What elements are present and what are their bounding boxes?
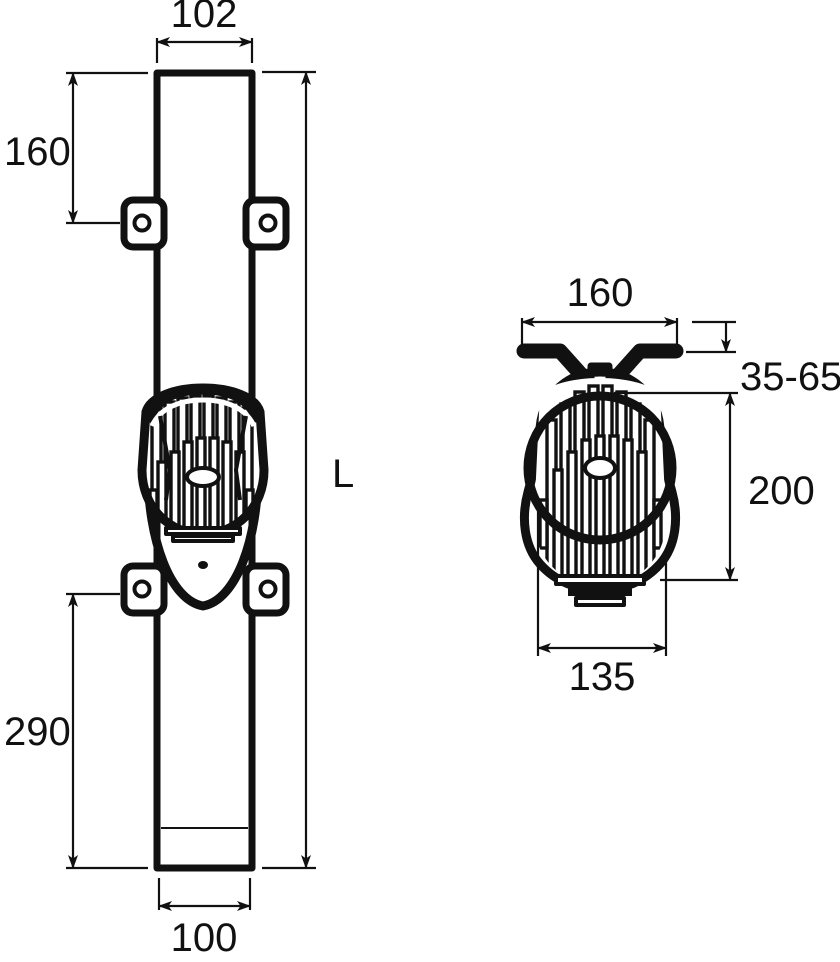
dimension-label-290: 290 [4,710,71,754]
grate-assembly-top [523,378,677,607]
dimension-label-100: 100 [171,916,238,960]
grate-center-boss-icon [185,466,221,488]
dimension-label-160-left: 160 [4,130,71,174]
grate-center-boss-icon [583,456,617,480]
dimension-total-length: L [262,70,354,870]
bracket-hole-icon [132,213,152,233]
grate-assembly-front [137,383,269,543]
dimension-adjust-range: 35-65 [686,320,840,399]
mounting-bracket-lower-right [242,562,290,617]
dimension-label-102: 102 [171,0,238,36]
mounting-bracket-upper-left [120,196,168,251]
dimension-body-height: 200 [614,391,815,582]
drain-marker-dot-icon [198,561,208,569]
plan-top-view: 160 35-65 200 135 [516,271,840,699]
bracket-hole-icon [258,213,278,233]
dimension-height-upper: 160 [4,71,148,225]
dimension-width-flange: 160 [520,271,679,345]
dimension-label-35-65: 35-65 [740,355,840,399]
dimension-height-lower: 290 [4,592,148,870]
funnel-body-front [143,465,263,611]
clamp-ring-icon [523,391,677,545]
dimension-body-width: 135 [536,500,668,699]
mounting-bracket-upper-right [242,196,290,251]
dimension-width-top: 102 [155,0,254,63]
bracket-hole-icon [132,579,152,599]
dimension-width-bottom: 100 [157,878,252,960]
bracket-hole-icon [258,579,278,599]
mounting-bracket-lower-left [120,562,168,617]
dimension-label-135: 135 [569,655,636,699]
front-elevation-view: 102 160 290 L 100 [4,0,354,960]
dimension-label-L: L [332,452,354,496]
dimension-label-160-top: 160 [567,271,634,315]
dimension-label-200: 200 [748,469,815,513]
